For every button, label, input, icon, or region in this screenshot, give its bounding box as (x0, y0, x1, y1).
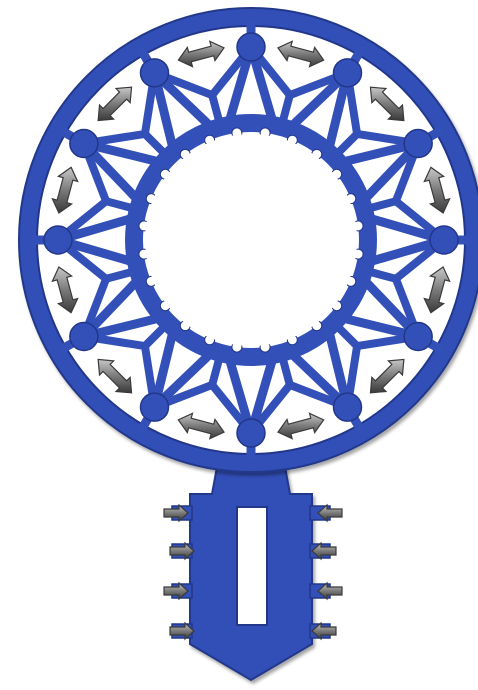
hinge-node (70, 130, 98, 158)
hinge-node (237, 33, 265, 61)
frame-layer (19, 8, 478, 680)
lumen (145, 134, 357, 346)
hinge-node (70, 323, 98, 351)
hinge-node (44, 226, 72, 254)
hinge-node (237, 419, 265, 447)
hinge-node (141, 393, 169, 421)
stem-slot (237, 507, 267, 625)
hinge-node (430, 226, 458, 254)
hinge-node (404, 323, 432, 351)
hinge-node (141, 59, 169, 87)
hinge-node (404, 130, 432, 158)
hinge-node (334, 393, 362, 421)
hinge-node (334, 59, 362, 87)
